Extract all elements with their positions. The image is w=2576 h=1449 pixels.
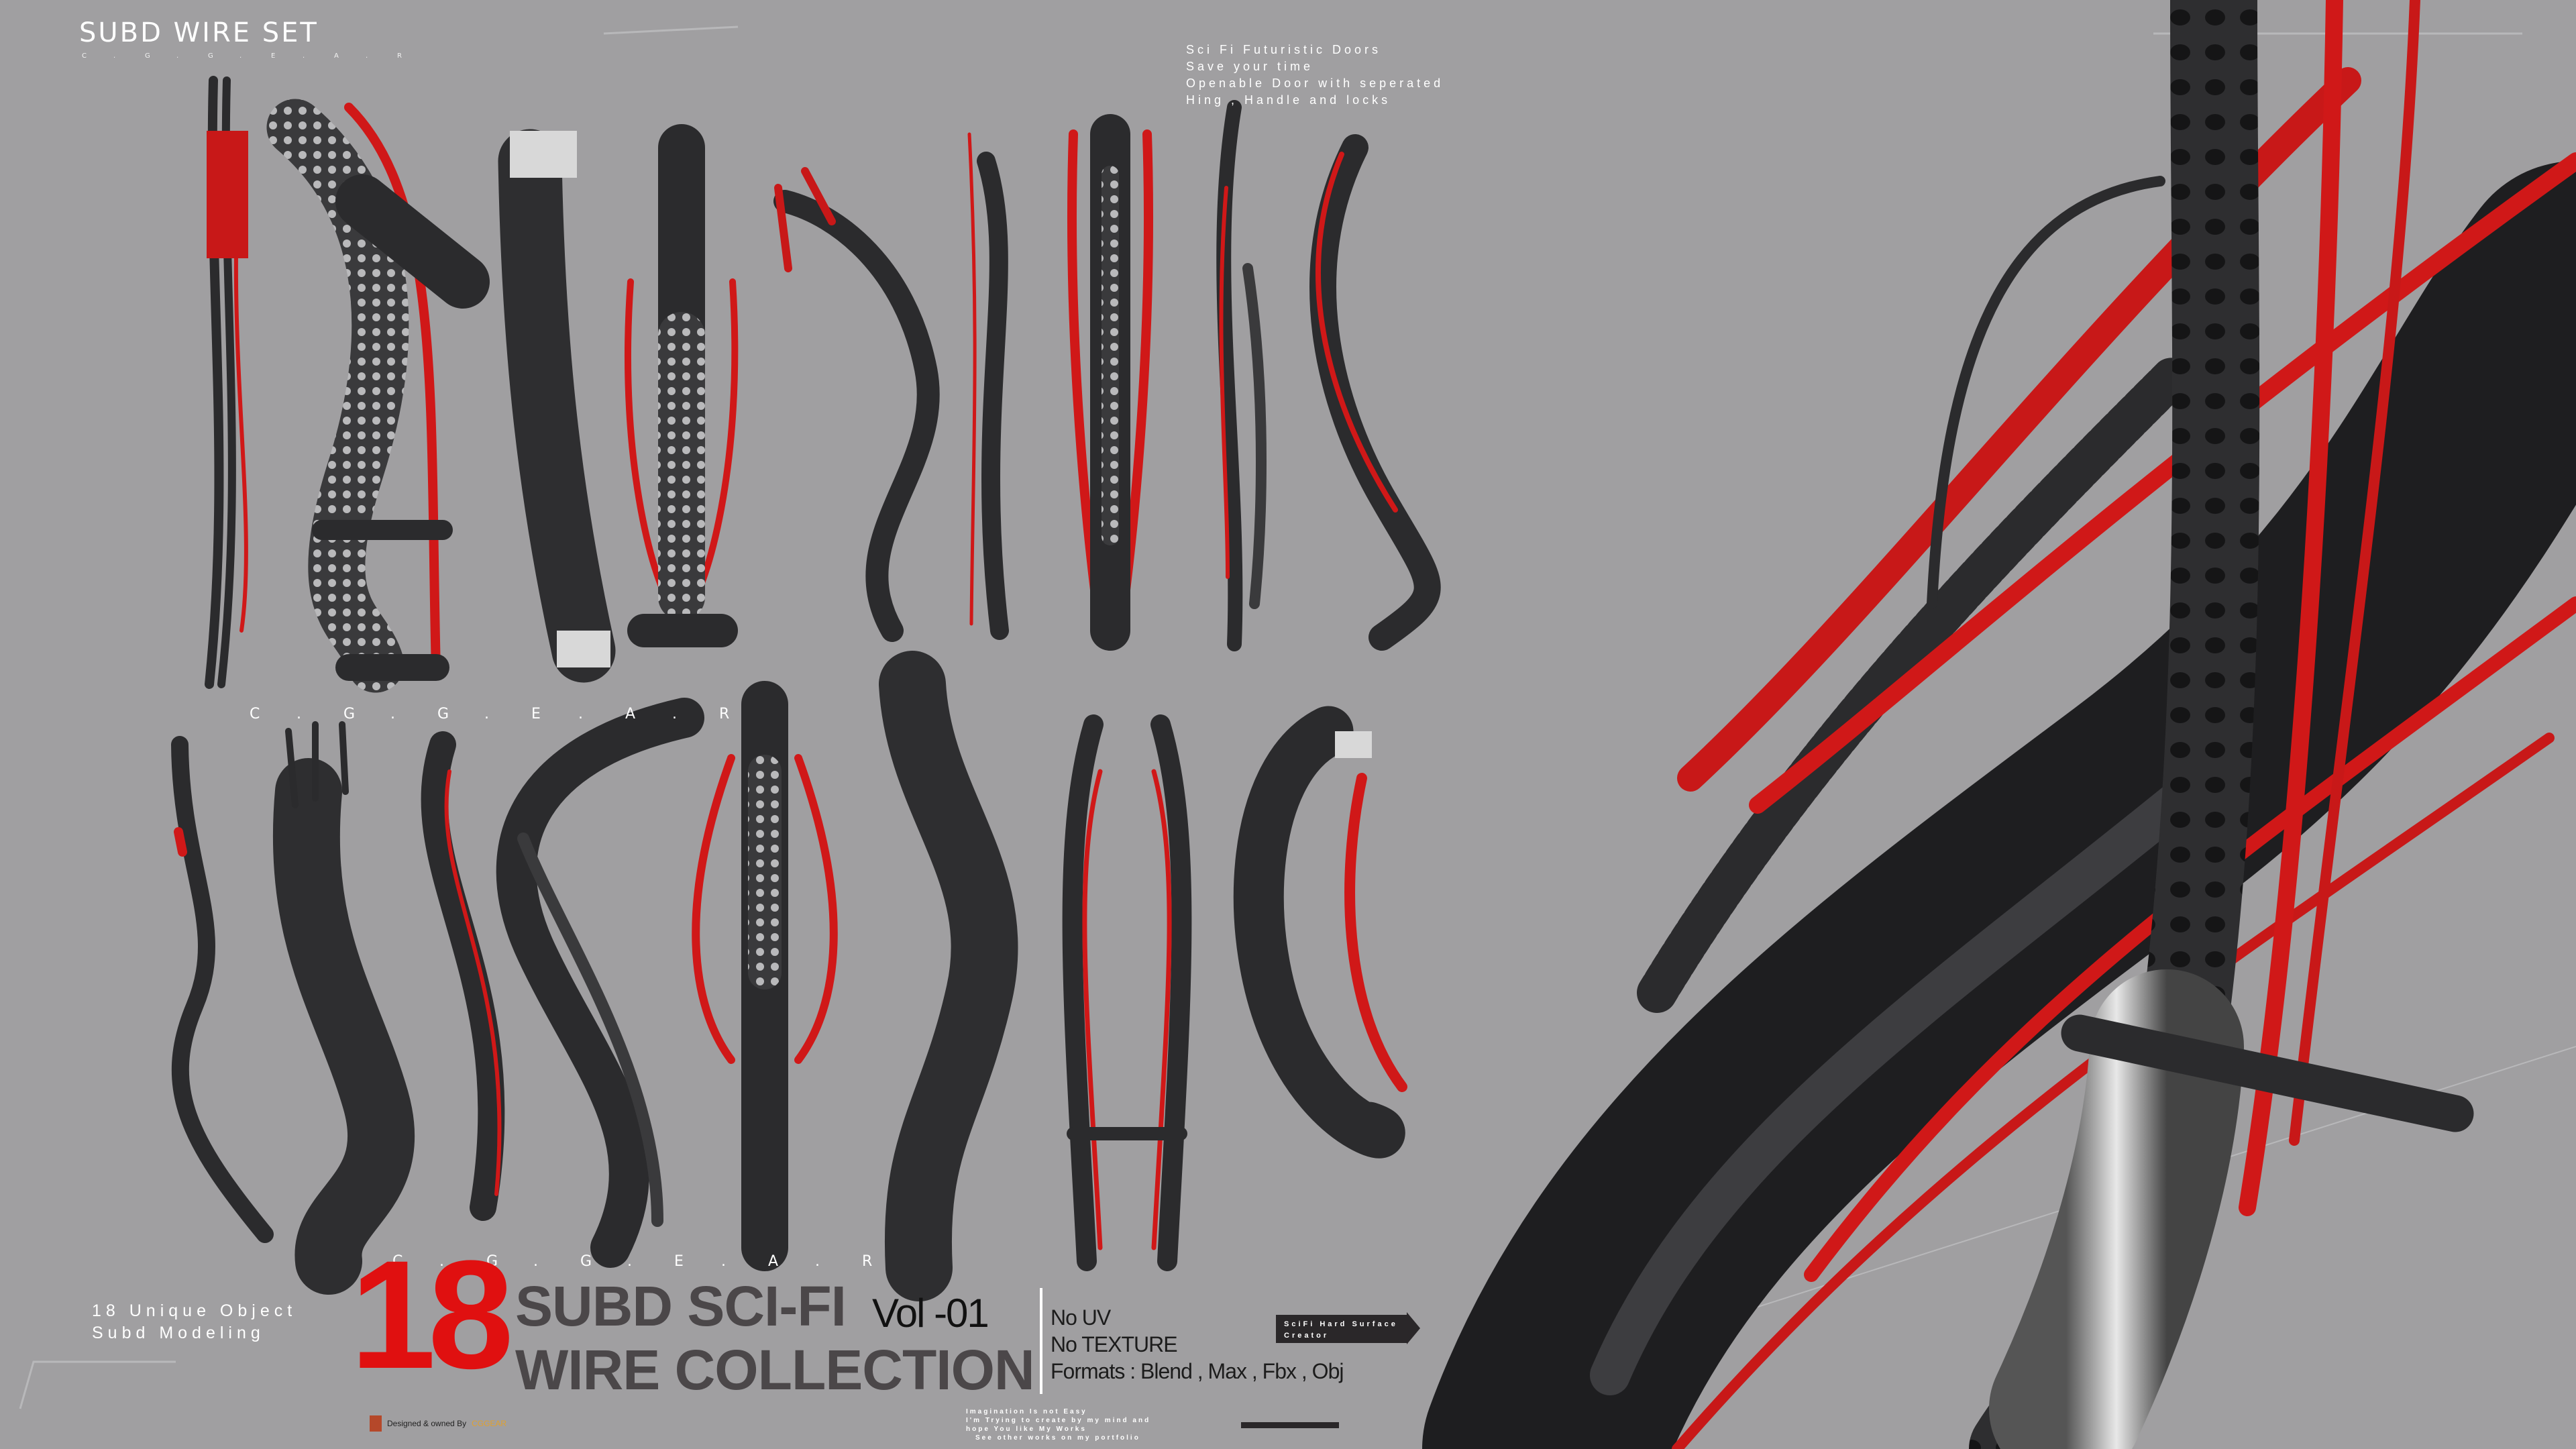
quote-line: hope You like My Works [966, 1426, 1087, 1433]
brand-letters-top: C. G. G. E. A. R [82, 52, 429, 60]
letter: . [533, 1253, 538, 1270]
wire-object-4 [624, 124, 739, 647]
letter: . [815, 1253, 820, 1270]
wire-object-2 [266, 99, 490, 693]
letter: E [531, 706, 541, 722]
wire-object-8 [1216, 100, 1267, 651]
quote-line: See other works on my portfolio [975, 1434, 1140, 1442]
badge-arrow-icon [1407, 1312, 1420, 1344]
letter: . [721, 1253, 726, 1270]
wire-object-3 [498, 129, 616, 683]
spec-item: No TEXTURE [1051, 1332, 1178, 1356]
quote-text: Imagination Is not Easy I'm Trying to cr… [966, 1407, 1150, 1442]
wire-object-15 [879, 651, 1018, 1301]
info-line: Sci Fi Futuristic Doors [1186, 43, 1382, 56]
wire-object-11 [272, 721, 415, 1295]
wire-object-9 [1309, 134, 1441, 651]
brand-square-icon [370, 1415, 382, 1432]
headline-line-1: SUBD SCI-FI [515, 1275, 847, 1338]
info-line: Hing , Handle and locks [1186, 93, 1391, 107]
wire-closeup [1422, 0, 2576, 1449]
letter: . [113, 52, 116, 60]
quote-line: I'm Trying to create by my mind and [966, 1417, 1151, 1424]
letter: . [578, 706, 583, 722]
letter: G [580, 1253, 592, 1270]
letter: G [208, 52, 213, 60]
count-number: 18 [350, 1228, 514, 1401]
spec-item: Formats : Blend , Max , Fbx , Obj [1051, 1359, 1344, 1383]
divider [1040, 1288, 1042, 1394]
page-title: SUBD WIRE SET [79, 17, 319, 48]
letter: . [303, 52, 305, 60]
brand-letters-bottom: C. G. G. E. A. R [392, 1253, 909, 1270]
brand-name: CGGEAR [472, 1419, 507, 1428]
letter: . [672, 706, 677, 722]
letter: R [862, 1253, 873, 1270]
wire-object-16 [1062, 714, 1192, 1271]
volume-label: Vol -01 [872, 1291, 989, 1336]
decor-bar [1241, 1422, 1339, 1428]
specs-list: No UV No TEXTURE Formats : Blend , Max ,… [1051, 1304, 1344, 1385]
badge-line: Creator [1284, 1332, 1330, 1340]
brand-letters-middle: C. G. G. E. A. R [250, 706, 766, 722]
letter: . [239, 52, 242, 60]
wire-object-12 [421, 731, 505, 1221]
designed-by: Designed & owned By CGGEAR [370, 1415, 506, 1432]
letter: . [366, 52, 368, 60]
letter: . [439, 1253, 444, 1270]
letter: R [397, 52, 402, 60]
unique-object-text: 18 Unique Object Subd Modeling [92, 1300, 297, 1344]
letter: A [768, 1253, 779, 1270]
letter: G [437, 706, 449, 722]
wire-object-14 [692, 681, 838, 1271]
letter: G [343, 706, 356, 722]
letter: . [176, 52, 179, 60]
wire-object-7 [1067, 114, 1153, 651]
badge-line: SciFi Hard Surface [1284, 1320, 1398, 1328]
letter: C [250, 706, 260, 722]
unique-line: 18 Unique Object [92, 1301, 297, 1320]
info-text: Sci Fi Futuristic Doors Save your time O… [1186, 42, 1444, 109]
letter: A [334, 52, 339, 60]
headline-line-2: WIRE COLLECTION [515, 1338, 1035, 1401]
info-line: Openable Door with seperated [1186, 76, 1444, 90]
letter: . [627, 1253, 632, 1270]
quote-line: Imagination Is not Easy [966, 1408, 1087, 1415]
letter: . [484, 706, 489, 722]
spec-item: No UV [1051, 1305, 1111, 1330]
letter: E [674, 1253, 684, 1270]
unique-line: Subd Modeling [92, 1324, 265, 1342]
wire-object-10 [171, 736, 274, 1243]
wire-object-13 [496, 698, 704, 1268]
letter: E [271, 52, 276, 60]
wire-object-1 [205, 76, 248, 689]
letter: C [82, 52, 87, 60]
wire-object-17 [1233, 706, 1407, 1159]
creator-badge: SciFi Hard Surface Creator [1276, 1315, 1407, 1343]
designed-by-label: Designed & owned By [387, 1419, 467, 1428]
letter: C [392, 1253, 403, 1270]
letter: A [625, 706, 636, 722]
info-line: Save your time [1186, 60, 1314, 73]
letter: R [719, 706, 730, 722]
letter: G [486, 1253, 498, 1270]
wire-object-5 [773, 167, 940, 642]
letter: G [145, 52, 150, 60]
letter: . [297, 706, 301, 722]
wire-object-6 [967, 132, 1009, 640]
letter: . [390, 706, 395, 722]
